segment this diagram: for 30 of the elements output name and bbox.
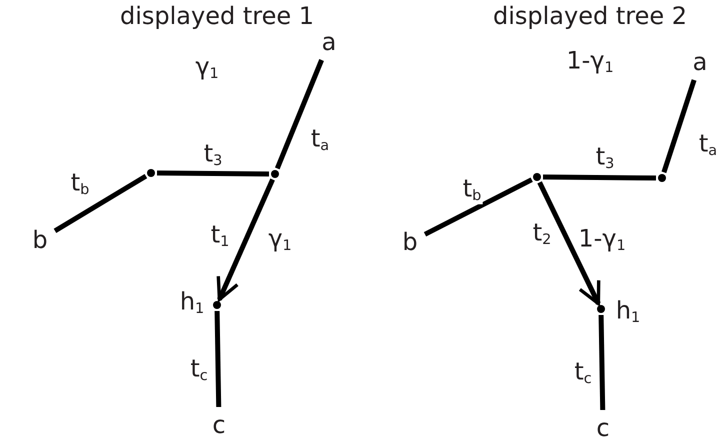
branch-line [274,59,324,170]
leaf-label: c [591,413,615,443]
tree-heading: displayed tree 2 [492,2,688,30]
branch-line [542,174,656,180]
branch-line [214,310,222,408]
leaf-label: b [398,227,422,257]
arrow [216,178,275,302]
node-dot [271,170,279,178]
weight-label: 1-γ$_{1}$ [578,225,626,255]
node-label: h$_{1}$ [616,297,640,327]
leaf-label: a [317,27,341,57]
weight-label: γ$_{1}$ [195,53,219,83]
node-label: h$_{1}$ [180,288,204,318]
node-dot [213,301,221,309]
branch-line [156,170,270,176]
weight-label: γ$_{1}$ [268,225,292,255]
node-dot [658,174,666,182]
arrow [537,181,601,306]
leaf-label: a [688,47,712,77]
branch-line [598,314,606,410]
branch-line [54,174,148,234]
node-dot [533,173,541,181]
node-dot [147,169,155,177]
leaf-label: b [28,225,52,255]
tree-heading: displayed tree 1 [120,2,314,30]
branch-line [662,79,696,174]
node-dot [597,305,605,313]
leaf-label: c [207,410,231,440]
weight-label: 1-γ$_{1}$ [566,47,614,77]
branch-line [424,177,533,237]
